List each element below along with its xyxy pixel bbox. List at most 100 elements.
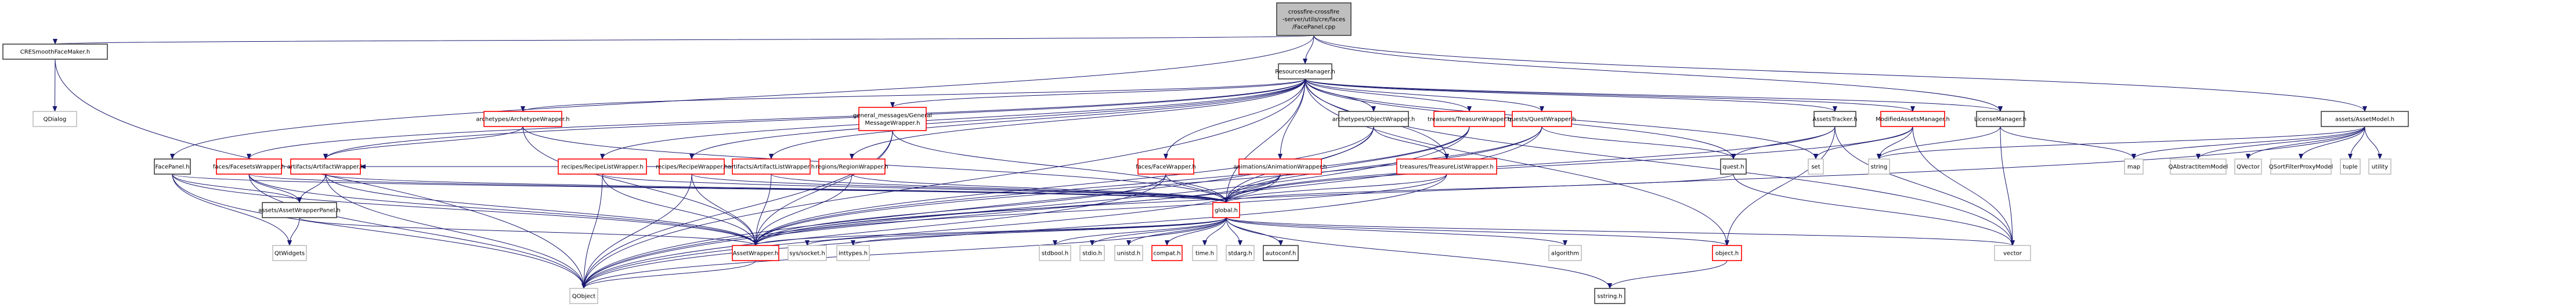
node-questh[interactable]: quest.h — [1720, 158, 1747, 175]
node-assetwrappanel[interactable]: assets/AssetWrapperPanel.h — [258, 202, 341, 218]
node-recipewrap[interactable]: recipes/RecipeWrapper.h — [656, 158, 728, 175]
edge-objwrap-to-qobject — [581, 126, 1374, 289]
node-label: recipes/RecipeListWrapper.h — [561, 164, 644, 171]
node-box — [1396, 158, 1497, 175]
node-recipelist[interactable]: recipes/RecipeListWrapper.h — [558, 158, 647, 175]
node-facepanelh[interactable]: FacePanel.h — [154, 158, 191, 175]
node-treaslist[interactable]: treasures/TreasureListWrapper.h — [1396, 158, 1497, 175]
node-label: map — [2127, 164, 2140, 171]
edge-resmgr-to-facesets — [247, 78, 1306, 160]
edge-facewrap-to-assetwrapper — [753, 174, 1166, 246]
node-objecth[interactable]: object.h — [1712, 245, 1742, 261]
node-autoconf[interactable]: autoconf.h — [1263, 245, 1299, 261]
node-box — [262, 202, 337, 218]
edge-treaswrap-to-globalh — [1224, 126, 1470, 203]
edge-questwrap-to-questh — [1541, 126, 1736, 160]
node-stdio: stdio.h — [1079, 245, 1105, 261]
node-regionwrap[interactable]: regions/RegionWrapper.h — [815, 158, 888, 175]
node-label: -server/utils/cre/faces — [1282, 17, 1345, 23]
node-label: unistd.h — [1117, 251, 1140, 257]
node-label: treasures/TreasureWrapper.h — [1428, 117, 1511, 123]
node-box — [1976, 111, 2025, 127]
node-box — [1278, 63, 1332, 80]
node-vector: vector — [1994, 245, 2031, 261]
edge-globalh-to-objecth — [1226, 217, 1729, 246]
node-box — [558, 158, 647, 175]
node-questwrap[interactable]: quests/QuestWrapper.h — [1508, 111, 1576, 127]
edge-globalh-to-stdbool — [1053, 217, 1227, 246]
node-label: sstring.h — [1597, 294, 1622, 300]
node-label: artifacts/ArtifactListWrapper.h — [728, 164, 815, 171]
node-string: string — [1868, 158, 1890, 175]
node-qobject: QObject — [569, 288, 598, 304]
node-box — [787, 245, 827, 261]
edge-cresmooth-to-qdialog — [52, 59, 57, 112]
node-label: archetypes/ObjectWrapper.h — [1332, 117, 1415, 123]
node-compat[interactable]: compat.h — [1151, 245, 1183, 261]
node-sstring[interactable]: sstring.h — [1594, 288, 1625, 304]
node-label: CRESmoothFaceMaker.h — [20, 49, 91, 56]
node-modassets[interactable]: ModifiedAssetsManager.h — [1876, 111, 1950, 127]
edge-resmgr-to-regionwrap — [850, 78, 1306, 160]
edge-treaswrap-to-assetwrapper — [753, 126, 1470, 246]
edge-questwrap-to-qobject — [581, 126, 1542, 289]
edge-facepanelh-to-assetwrappanel — [172, 174, 302, 203]
node-box — [1433, 111, 1505, 127]
node-box — [858, 107, 927, 131]
edge-regionwrap-to-assetwrapper — [753, 174, 852, 246]
edge-facepanelh-to-qtwidgets — [172, 174, 292, 246]
edge-globalh-to-algorithm — [1226, 217, 1567, 246]
node-licmgr[interactable]: LicenseManager.h — [1974, 111, 2026, 127]
node-artlist[interactable]: artifacts/ArtifactListWrapper.h — [728, 158, 815, 175]
node-label: time.h — [1195, 251, 1214, 257]
node-label: object.h — [1715, 251, 1739, 257]
node-label: quests/QuestWrapper.h — [1508, 117, 1576, 123]
node-animwrap[interactable]: animations/AnimationWrapper.h — [1233, 158, 1327, 175]
edge-genmsg-to-qobject — [581, 130, 893, 289]
node-artwrap[interactable]: artifacts/ArtifactWrapper.h — [287, 158, 364, 175]
edge-facewrap-to-qobject — [581, 174, 1166, 289]
edge-animwrap-to-qobject — [581, 174, 1281, 289]
node-assetwrapper[interactable]: AssetWrapper.h — [732, 245, 779, 261]
edge-facesets-to-assetwrapper — [248, 174, 758, 246]
node-box — [272, 245, 307, 261]
node-resmgr[interactable]: ResourcesManager.h — [1275, 63, 1335, 80]
edge-resmgr-to-questwrap — [1305, 78, 1544, 112]
edge-assetmodel-to-map — [2131, 126, 2365, 160]
edge-assetmodel-to-tuple — [2348, 126, 2365, 160]
node-box — [732, 158, 811, 175]
edge-root-to-assetmodel — [1313, 35, 2367, 112]
edge-root-to-facepanelh — [170, 35, 1314, 160]
node-algorithm: algorithm — [1548, 245, 1582, 261]
node-facesets[interactable]: faces/FacesetsWrapper.h — [213, 158, 285, 175]
edge-questwrap-to-globalh — [1224, 126, 1542, 203]
edge-artwrap-to-assetwrappanel — [297, 174, 326, 203]
node-qabstract: QAbstractItemModel — [2169, 158, 2228, 175]
node-box — [1548, 245, 1582, 261]
node-box — [1808, 158, 1824, 175]
edge-treaslist-to-qobject — [581, 174, 1447, 289]
node-label: compat.h — [1153, 251, 1180, 257]
node-label: faces/FacesetsWrapper.h — [213, 164, 285, 171]
node-label: utility — [2372, 164, 2389, 171]
node-root[interactable]: crossfire-crossfire-server/utils/cre/fac… — [1276, 2, 1352, 36]
edge-globalh-to-sstring — [1226, 217, 1612, 289]
node-label: faces/FaceWrapper.h — [1136, 164, 1196, 171]
node-treaswrap[interactable]: treasures/TreasureWrapper.h — [1428, 111, 1511, 127]
node-qvector: QVector — [2234, 158, 2262, 175]
node-assetmodel[interactable]: assets/AssetModel.h — [2321, 111, 2409, 127]
edge-resmgr-to-artlist — [769, 78, 1306, 160]
node-cresmooth[interactable]: CRESmoothFaceMaker.h — [2, 44, 108, 60]
edge-licmgr-to-map — [2000, 126, 2136, 160]
node-label: QVector — [2237, 164, 2260, 171]
edge-resmgr-to-modassets — [1305, 78, 1915, 112]
node-box — [154, 158, 191, 175]
node-label: stdio.h — [1082, 251, 1102, 257]
node-objwrap[interactable]: archetypes/ObjectWrapper.h — [1332, 111, 1415, 127]
edge-resmgr-to-treaswrap — [1305, 78, 1472, 112]
node-facewrap[interactable]: faces/FaceWrapper.h — [1136, 158, 1196, 175]
node-globalh[interactable]: global.h — [1212, 202, 1240, 218]
node-assetstracker[interactable]: AssetsTracker.h — [1812, 111, 1858, 127]
node-archwrap[interactable]: archetypes/ArchetypeWrapper.h — [476, 111, 570, 127]
